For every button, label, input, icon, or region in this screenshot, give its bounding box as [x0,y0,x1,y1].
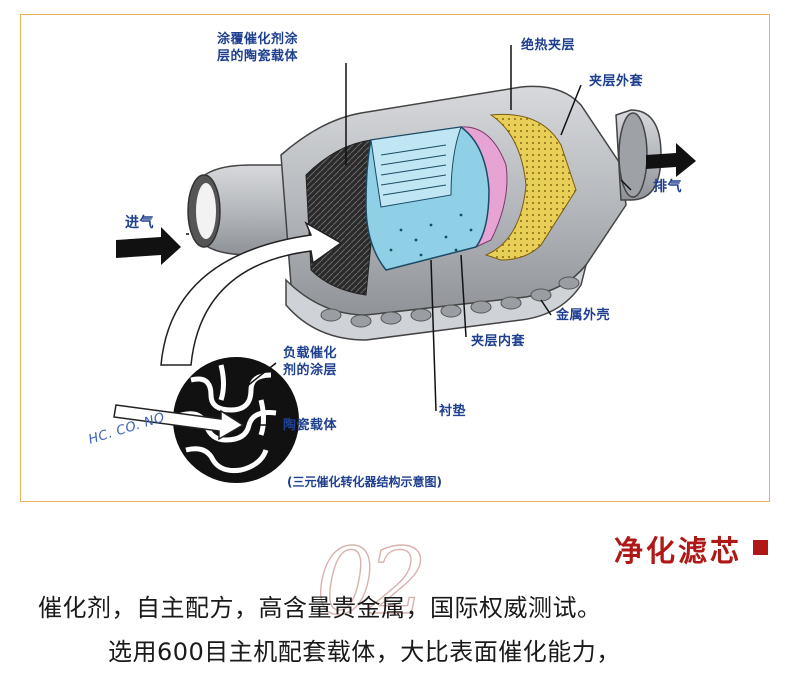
diagram-frame: 涂覆催化剂涂 层的陶瓷载体 绝热夹层 夹层外套 排气 进气 金属外壳 夹层内套 … [20,14,770,502]
diagram-caption: (三元催化转化器结构示意图) [287,475,442,489]
label-insulation-layer: 绝热夹层 [521,38,576,53]
section-title: 净化滤芯 [613,534,742,568]
label-ceramic-substrate: 陶瓷载体 [283,418,338,433]
ceramic-substrate-block [365,126,490,271]
body-line-1: 催化剂，自主配方，高含量贵金属，国际权威测试。 [38,594,602,622]
label-liner-pad: 衬垫 [439,404,467,419]
intake-arrow [116,227,181,265]
label-outer-jacket: 夹层外套 [589,74,644,89]
insulation-layer [484,113,577,261]
catalytic-converter-diagram [113,45,696,483]
section-number: 02 [315,528,427,635]
flow-curve-arrow [160,221,343,366]
exhaust-arrow [646,143,696,177]
body-line-2: 选用600目主机配套载体，大比表面催化能力， [108,638,621,666]
gas-inflow-arrow [113,404,245,441]
label-inner-jacket: 夹层内套 [471,334,526,349]
inlet-pipe [187,164,292,256]
leader-lines [186,45,632,426]
label-catalyst-coating: 负载催化 剂的涂层 [283,346,338,378]
section-marker-square [753,540,768,555]
label-exhaust: 排气 [653,179,682,195]
label-metal-shell: 金属外壳 [556,308,611,323]
label-coated-substrate: 涂覆催化剂涂 层的陶瓷载体 [217,32,299,64]
label-intake: 进气 [125,215,154,231]
